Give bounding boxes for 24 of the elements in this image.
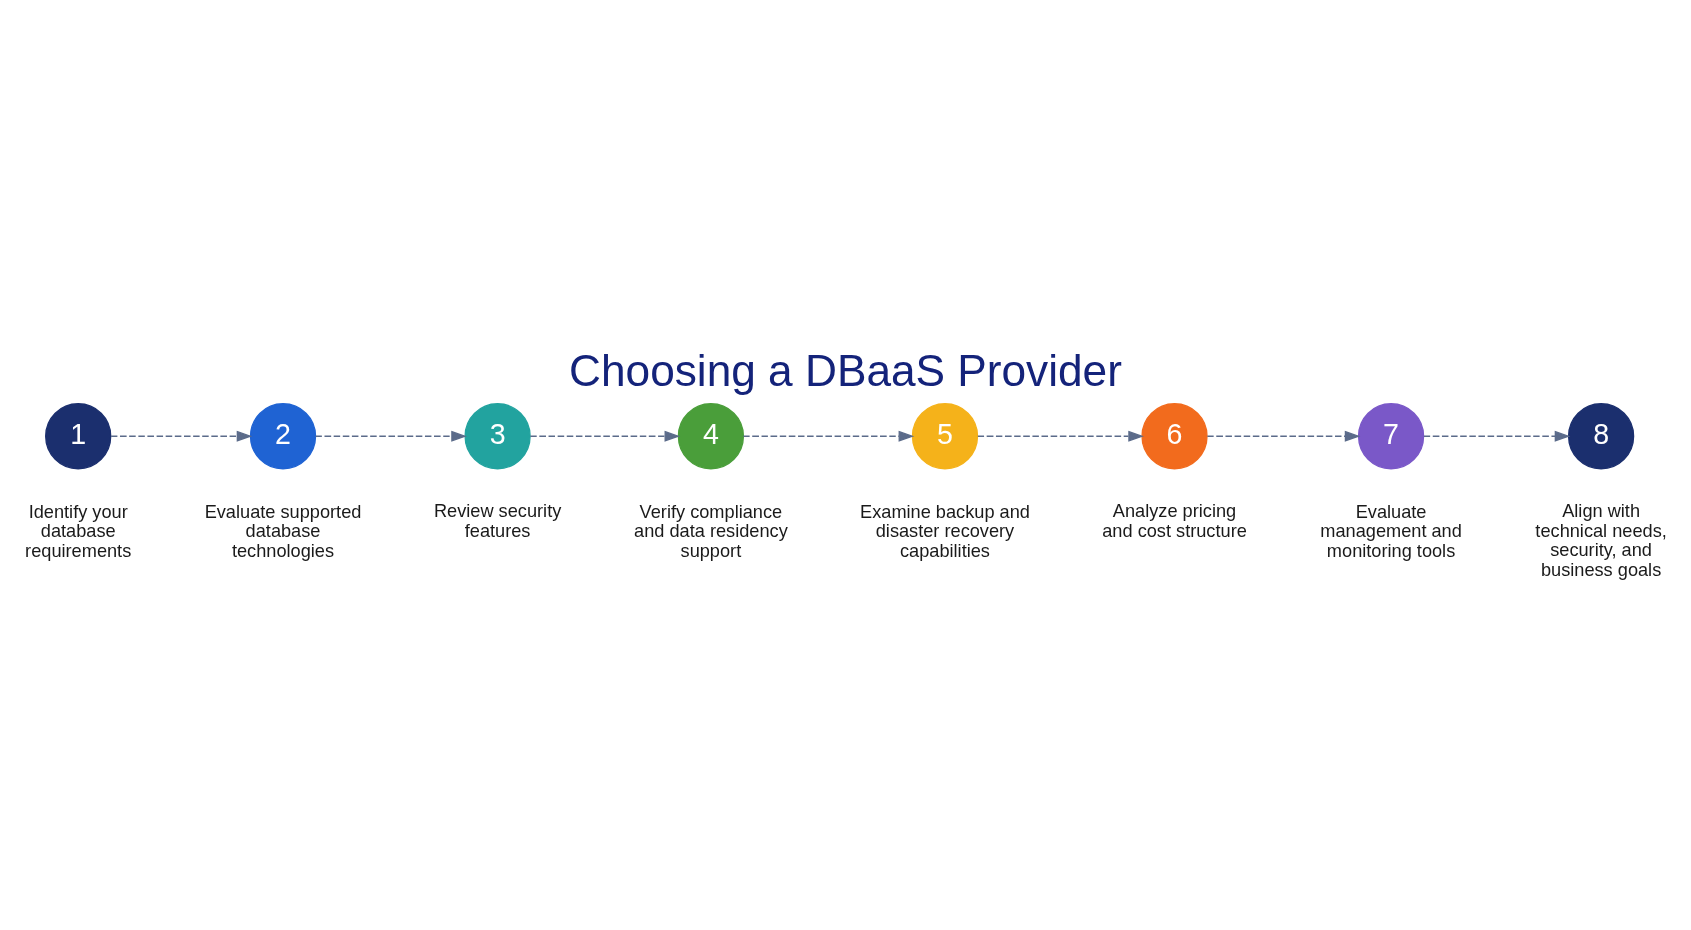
- arrow: [314, 430, 467, 442]
- node-circle: 2: [249, 402, 317, 469]
- node-label: Examine backup and disaster recovery capabilities: [860, 501, 1030, 561]
- node-circle: 6: [1141, 402, 1208, 469]
- arrow: [977, 430, 1144, 442]
- node-label: Align with technical needs, security, and business goals: [1535, 500, 1667, 580]
- node-circle: 1: [45, 402, 112, 469]
- diagram-title: Choosing a DBaaS Provider: [569, 345, 1122, 395]
- node-circle: 7: [1357, 402, 1425, 469]
- arrow: [110, 430, 253, 442]
- node-circle: 5: [911, 402, 979, 469]
- node-label: Review security features: [433, 500, 562, 541]
- node-circle: 3: [464, 402, 531, 469]
- node-label: Evaluate supported database technologies: [204, 501, 362, 561]
- node-label: Evaluate management and monitoring tools: [1320, 501, 1462, 561]
- node-label: Analyze pricing and cost structure: [1102, 500, 1247, 541]
- node-circle: 4: [677, 402, 745, 469]
- node-label: Verify compliance and data residency support: [634, 501, 788, 561]
- arrow: [529, 430, 681, 442]
- node-circle: 8: [1567, 402, 1635, 469]
- node-label: Identify your database requirements: [25, 501, 132, 561]
- arrow: [1423, 430, 1571, 442]
- arrow: [1206, 430, 1361, 442]
- arrow: [742, 430, 915, 442]
